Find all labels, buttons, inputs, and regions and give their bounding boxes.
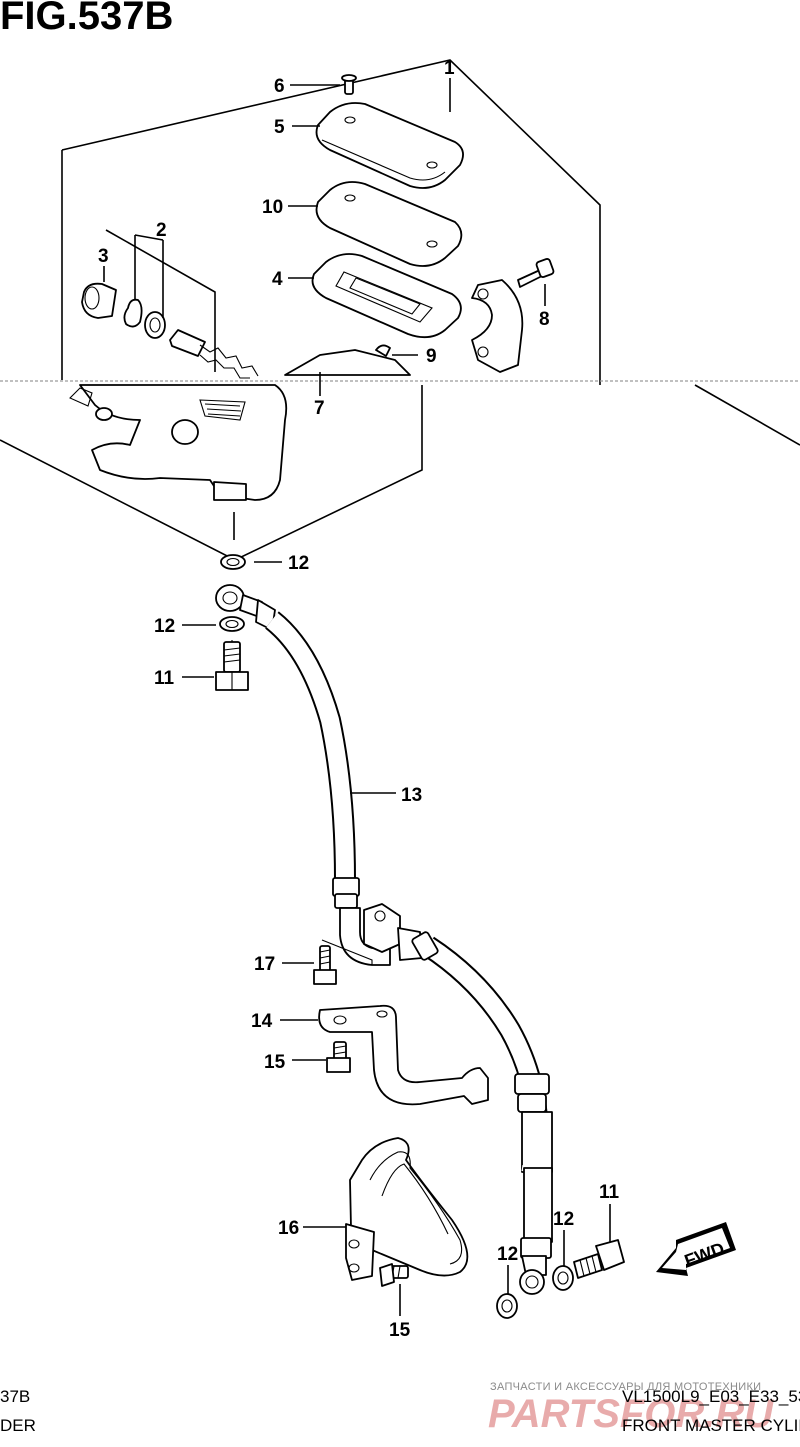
leader-lines — [103, 78, 611, 1316]
callout-2: 2 — [156, 220, 167, 241]
banjo-bolt-lower — [573, 1239, 625, 1279]
clamp-bolt — [517, 258, 555, 288]
callout-numbers: 1 2 3 4 5 6 7 8 9 10 11 11 12 12 12 12 1… — [98, 58, 620, 1341]
callout-8: 8 — [539, 309, 550, 330]
banjo-bolt-upper — [215, 640, 249, 691]
callout-6: 6 — [274, 76, 285, 97]
reservoir-cap-screw — [341, 74, 357, 95]
washer — [144, 311, 166, 339]
callout-12-top: 12 — [288, 553, 309, 574]
callout-16: 16 — [278, 1218, 299, 1239]
footer-right-code: VL1500L9_E03_E33_53 — [622, 1387, 800, 1406]
callout-15-lower: 15 — [389, 1320, 411, 1341]
watermark-brand: PARTSFOR.RU — [488, 1392, 774, 1436]
callout-14: 14 — [251, 1011, 273, 1032]
callout-10: 10 — [262, 197, 283, 218]
footer-left-name: DER — [0, 1416, 36, 1435]
hose-bracket — [318, 1004, 489, 1106]
callout-12-upper: 12 — [154, 616, 175, 637]
diaphragm — [311, 253, 462, 339]
callout-3: 3 — [98, 246, 109, 267]
diaphragm-plate — [315, 181, 463, 267]
hose-clamp-bracket — [345, 1137, 469, 1281]
callout-11-upper: 11 — [154, 668, 175, 689]
footer-left-code: 37B — [0, 1387, 31, 1406]
brake-hose — [264, 611, 553, 1295]
reservoir-clip — [375, 344, 391, 357]
hose-guide-bolt — [313, 939, 373, 985]
washer-lower-left — [496, 1293, 518, 1319]
piston-boot — [81, 282, 117, 319]
callout-12-lower-right: 12 — [553, 1209, 574, 1230]
callout-15-upper: 15 — [264, 1052, 286, 1073]
callout-4: 4 — [272, 269, 283, 290]
circlip — [123, 298, 143, 328]
callout-7: 7 — [314, 398, 325, 419]
callout-13: 13 — [401, 785, 422, 806]
reservoir-cap — [315, 102, 464, 189]
callout-9: 9 — [426, 346, 437, 367]
assembly-outline — [0, 59, 800, 561]
watermark-tagline: ЗАПЧАСТИ И АКСЕССУАРЫ ДЛЯ МОТОТЕХНИКИ — [490, 1381, 762, 1393]
footer-right-name: FRONT MASTER CYLIND — [622, 1416, 800, 1435]
washer-upper — [220, 554, 246, 570]
forward-direction-arrow: FWD — [656, 1222, 736, 1276]
callout-12-lower-left: 12 — [497, 1244, 518, 1265]
washer-middle — [219, 616, 245, 632]
callout-11-lower: 11 — [599, 1182, 620, 1203]
bracket-bolt-upper — [326, 1041, 351, 1073]
callout-17: 17 — [254, 954, 275, 975]
master-cylinder-holder — [471, 279, 524, 373]
piston-assembly — [69, 329, 259, 407]
callout-5: 5 — [274, 117, 285, 138]
callout-1: 1 — [444, 58, 455, 79]
master-cylinder-body — [79, 349, 411, 501]
bracket-bolt-lower — [379, 1263, 409, 1287]
washer-lower-right — [552, 1265, 574, 1291]
figure-title: FIG.537B — [0, 0, 174, 38]
